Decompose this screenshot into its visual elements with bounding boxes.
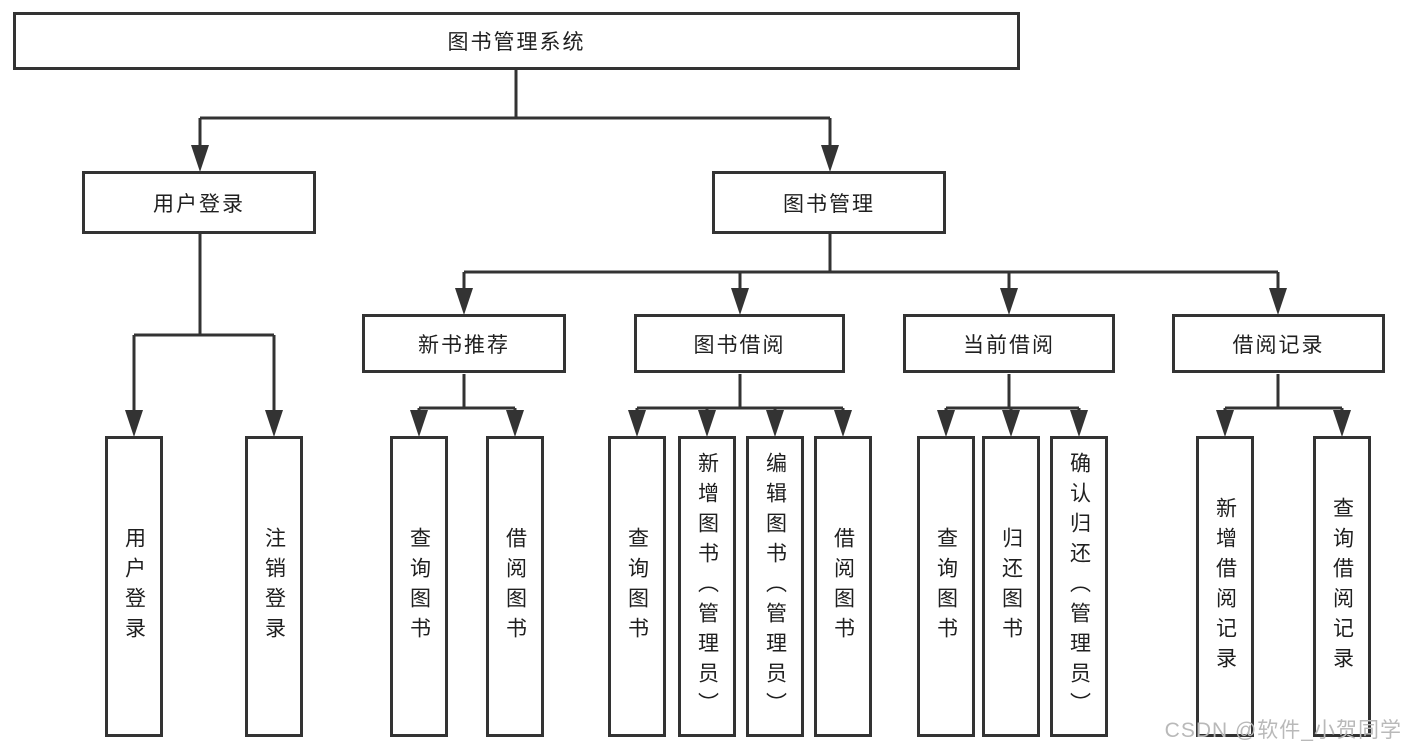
node-leaf-br-add-record: 新增借阅记录 [1196,436,1254,737]
connector-group-borrow-record [1223,374,1344,414]
node-leaf-nb-borrow-book: 借阅图书 [486,436,544,737]
leaf-label: 查询图书 [407,526,431,647]
connector-group-user-login [132,234,276,414]
leaf-label: 借阅图书 [503,526,527,647]
node-leaf-bb-query-book: 查询图书 [608,436,666,737]
node-leaf-nb-query-book: 查询图书 [390,436,448,737]
node-leaf-logout: 注销登录 [245,436,303,737]
connector-group-new-book [417,374,517,414]
node-leaf-br-query-record: 查询借阅记录 [1313,436,1371,737]
leaf-label: 用户登录 [122,526,146,647]
connector-group-current-borrow [944,374,1081,414]
leaf-label: 注销登录 [262,526,286,647]
leaf-label: 借阅图书 [831,526,855,647]
leaf-label: 归还图书 [999,526,1023,647]
node-book-borrow: 图书借阅 [634,314,845,373]
leaf-label: 查询图书 [625,526,649,647]
node-current-borrow: 当前借阅 [903,314,1115,373]
leaf-label: 新增图书（管理员） [695,451,719,722]
leaf-label: 编辑图书（管理员） [763,451,787,722]
node-leaf-bb-edit-book: 编辑图书（管理员） [746,436,804,737]
node-user-login: 用户登录 [82,171,316,234]
connector-group-book-mgmt [462,234,1280,292]
connector-group-book-borrow [635,374,845,414]
node-leaf-cb-query-book: 查询图书 [917,436,975,737]
leaf-label: 确认归还（管理员） [1067,451,1091,722]
leaf-label: 新增借阅记录 [1213,496,1237,677]
node-book-mgmt: 图书管理 [712,171,946,234]
node-leaf-bb-add-book: 新增图书（管理员） [678,436,736,737]
node-root: 图书管理系统 [13,12,1020,70]
node-leaf-cb-confirm-return: 确认归还（管理员） [1050,436,1108,737]
arrowheads [125,145,1351,437]
csdn-watermark: CSDN @软件_小贺同学 [1164,719,1402,742]
node-new-book-rec: 新书推荐 [362,314,566,373]
node-leaf-user-login: 用户登录 [105,436,163,737]
node-leaf-cb-return-book: 归还图书 [982,436,1040,737]
leaf-label: 查询图书 [934,526,958,647]
node-borrow-record: 借阅记录 [1172,314,1385,373]
node-leaf-bb-borrow-book: 借阅图书 [814,436,872,737]
connector-group-root [198,70,832,150]
leaf-label: 查询借阅记录 [1330,496,1354,677]
